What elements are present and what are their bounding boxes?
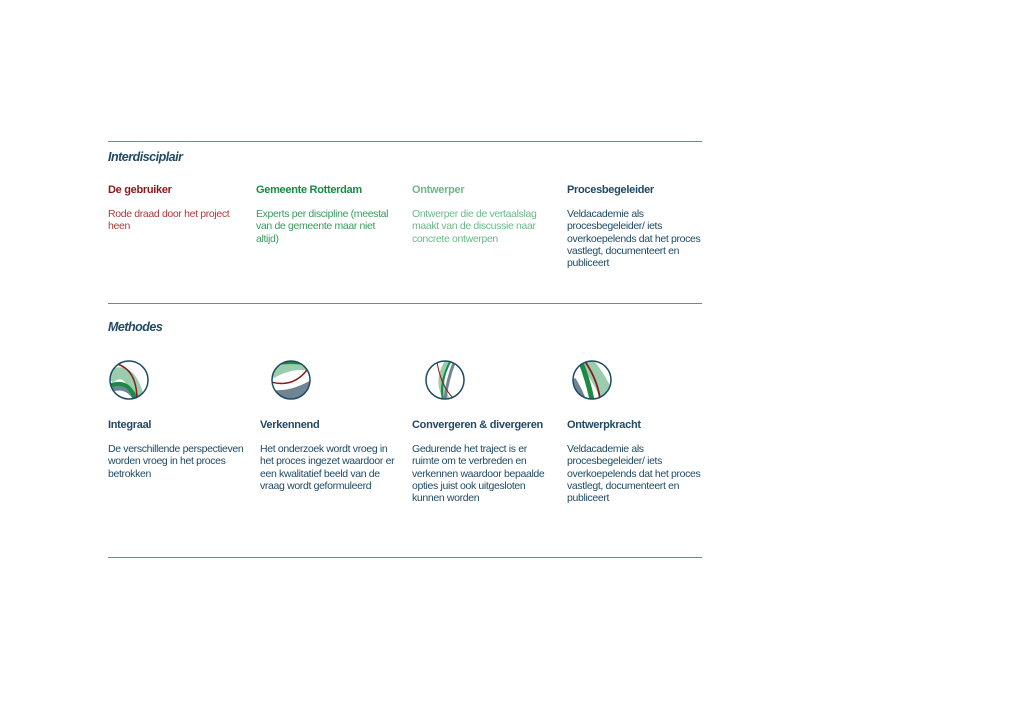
convergeren-icon bbox=[425, 360, 465, 400]
method-integraal: Integraal De verschillende perspectieven… bbox=[108, 419, 248, 480]
method-convergeren: Convergeren & divergeren Gedurende het t… bbox=[412, 419, 552, 504]
role-body: Experts per discipline (meestal van de g… bbox=[256, 208, 389, 245]
divider bbox=[108, 557, 702, 558]
role-procesbegeleider: Procesbegeleider Veldacademie als proces… bbox=[567, 184, 707, 269]
method-body: Het onderzoek wordt vroeg in het proces … bbox=[260, 443, 395, 492]
role-heading: De gebruiker bbox=[108, 184, 172, 196]
integraal-icon bbox=[109, 360, 149, 400]
role-gemeente: Gemeente Rotterdam Experts per disciplin… bbox=[256, 184, 396, 245]
method-heading: Convergeren & divergeren bbox=[412, 419, 543, 431]
role-heading: Ontwerper bbox=[412, 184, 465, 196]
section-title-interdisciplinair: Interdisciplair bbox=[108, 150, 183, 164]
role-gebruiker: De gebruiker Rode draad door het project… bbox=[108, 184, 248, 233]
method-heading: Ontwerpkracht bbox=[567, 419, 641, 431]
divider bbox=[108, 141, 702, 142]
divider bbox=[108, 303, 702, 304]
role-body: Rode draad door het project heen bbox=[108, 208, 230, 233]
method-ontwerpkracht: Ontwerpkracht Veldacademie als procesbeg… bbox=[567, 419, 707, 504]
method-heading: Integraal bbox=[108, 419, 152, 431]
section-title-methodes: Methodes bbox=[108, 320, 163, 334]
role-heading: Gemeente Rotterdam bbox=[256, 184, 362, 196]
role-body: Ontwerper die de vertaalslag maakt van d… bbox=[412, 208, 537, 245]
role-body: Veldacademie als procesbegeleider/ iets … bbox=[567, 208, 701, 270]
method-body: Gedurende het traject is er ruimte om te… bbox=[412, 443, 545, 505]
ontwerpkracht-icon bbox=[572, 360, 612, 400]
role-ontwerper: Ontwerper Ontwerper die de vertaalslag m… bbox=[412, 184, 552, 245]
role-heading: Procesbegeleider bbox=[567, 184, 654, 196]
method-verkennend: Verkennend Het onderzoek wordt vroeg in … bbox=[260, 419, 400, 492]
method-body: Veldacademie als procesbegeleider/ iets … bbox=[567, 443, 701, 505]
verkennend-icon bbox=[271, 360, 311, 400]
method-body: De verschillende perspectieven worden vr… bbox=[108, 443, 244, 480]
method-heading: Verkennend bbox=[260, 419, 320, 431]
